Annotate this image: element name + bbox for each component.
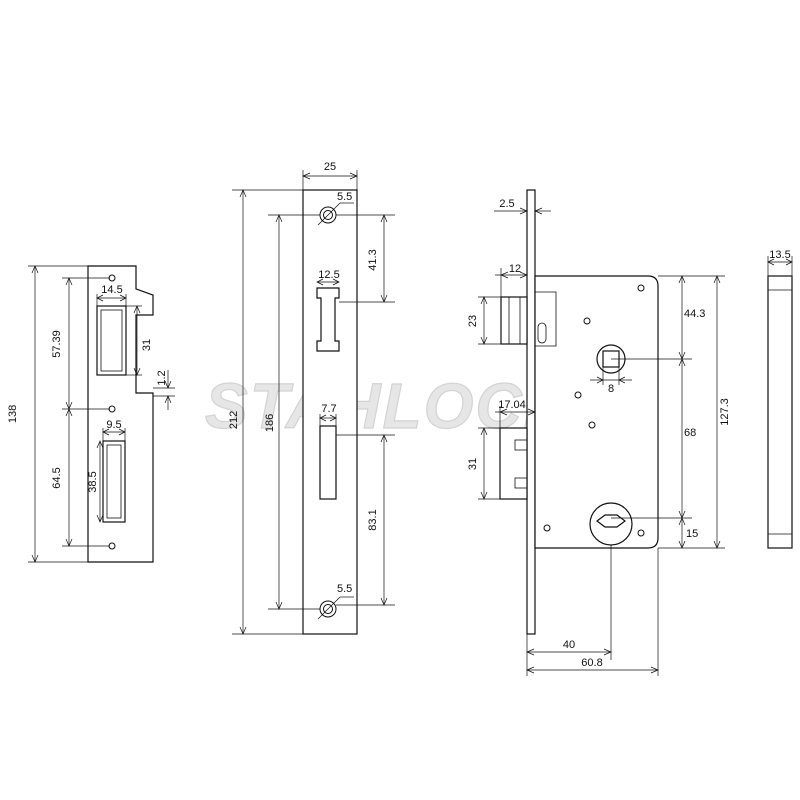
faceplate-outline [302, 189, 358, 635]
strike-bolt-slot [102, 440, 126, 523]
dim-faceplate-total: 212 [228, 411, 240, 429]
body-rivet-6 [637, 529, 645, 537]
faceplate-bolt-opening [319, 425, 337, 500]
dim-strike-lower-slot-width: 9.5 [106, 419, 121, 431]
dim-body-latch-projection: 12 [509, 263, 521, 275]
side-dimensions: 13.5 [767, 249, 793, 276]
strike-plate [87, 265, 154, 563]
dim-strike-upper-span: 57.39 [51, 330, 63, 358]
dim-body-depth: 60.8 [581, 657, 602, 669]
body-rivet-2 [583, 317, 591, 325]
dim-faceplate-bolt-width: 7.7 [321, 403, 336, 415]
body-rivet-1 [637, 284, 645, 292]
dim-faceplate-screw-top: 5.5 [337, 191, 352, 203]
dim-strike-slot-height: 31 [141, 339, 153, 351]
dim-body-backset: 40 [563, 639, 575, 651]
dim-body-bottom-offset: 15 [686, 528, 698, 540]
dim-strike-total-height: 138 [7, 405, 19, 423]
strike-latch-slot [96, 305, 127, 376]
dim-faceplate-width: 25 [324, 161, 336, 173]
strike-dimensions: 138 57.39 64.5 14.5 31 1.2 [7, 265, 175, 563]
body-case [534, 275, 659, 549]
dim-faceplate-upper-offset: 41.3 [367, 249, 379, 270]
strike-bolt-slot-inner [106, 444, 122, 519]
faceplate [302, 189, 358, 635]
dim-body-bolt-height: 31 [467, 458, 479, 470]
dim-body-height: 127.3 [719, 398, 731, 426]
dim-body-plate-thickness: 2.5 [499, 198, 514, 210]
side-view [767, 275, 793, 549]
dim-strike-lower-slot-height: 38.5 [87, 471, 99, 492]
dim-faceplate-screw-span: 186 [264, 414, 276, 432]
dim-body-bolt-projection: 17.04 [498, 399, 526, 411]
faceplate-dimensions: 25 5.5 5.5 212 186 41.3 12.5 [228, 161, 395, 635]
dim-body-latch-height: 23 [467, 315, 479, 327]
body-latch-bolt [500, 296, 528, 345]
dim-body-top-to-follower: 44.3 [684, 308, 705, 320]
watermark-text: STAHLOCK [205, 370, 575, 442]
dim-faceplate-latch-width: 12.5 [318, 269, 339, 281]
dim-faceplate-screw-bottom: 5.5 [337, 583, 352, 595]
body-latch-mechanism [535, 291, 557, 347]
faceplate-latch-opening [316, 287, 340, 352]
body-rivet-5 [543, 524, 551, 532]
dim-faceplate-lower-offset: 83.1 [367, 509, 379, 530]
dim-strike-step: 1.2 [156, 370, 168, 385]
body-dimensions: 2.5 12 23 17.04 31 44.3 8 [467, 198, 731, 676]
dim-strike-slot-width: 14.5 [101, 284, 122, 296]
dim-strike-lower-span: 64.5 [51, 467, 63, 488]
dim-body-follower-square: 8 [608, 383, 614, 395]
strike-latch-slot-inner [100, 309, 123, 372]
dim-side-thickness: 13.5 [769, 249, 790, 261]
body-rivet-4 [588, 421, 596, 429]
body-rivet-3 [574, 391, 582, 399]
dim-body-center-distance: 68 [684, 427, 696, 439]
side-view-outline [767, 275, 793, 549]
